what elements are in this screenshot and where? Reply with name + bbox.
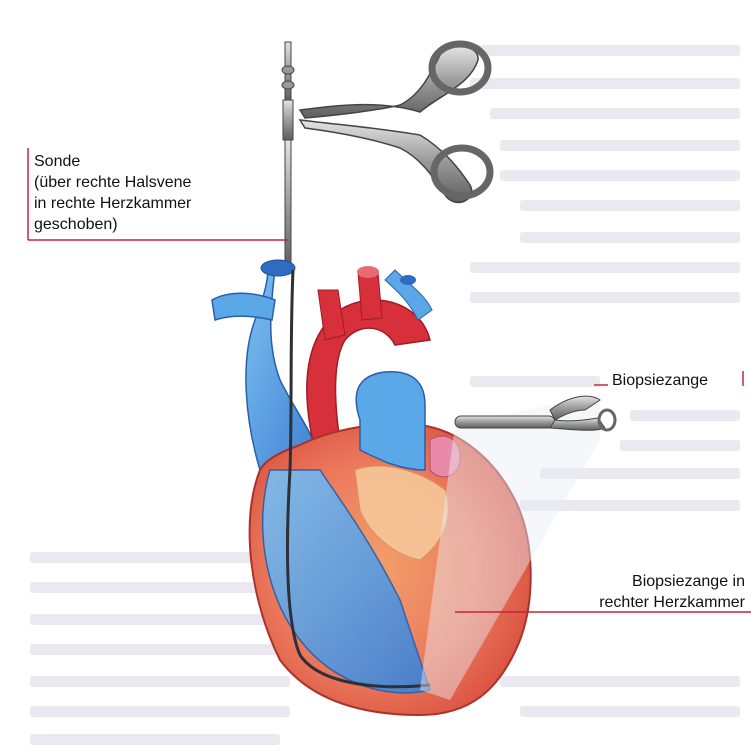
probe-rod	[282, 42, 294, 270]
label-biopsiezange: Biopsiezange	[612, 370, 708, 391]
label-biopsiezange-herzkammer-line2: rechter Herzkammer	[560, 592, 745, 613]
label-biopsiezange-herzkammer-line1: Biopsiezange in	[560, 571, 745, 592]
label-biopsiezange-text: Biopsiezange	[612, 370, 708, 391]
label-sonde: Sonde (über rechte Halsvene in rechte He…	[34, 151, 191, 235]
brachiocephalic-vein	[212, 293, 275, 320]
label-sonde-line1: Sonde	[34, 151, 191, 172]
forceps-icon	[300, 44, 490, 202]
label-sonde-line3: in rechte Herzkammer	[34, 193, 191, 214]
label-biopsiezange-herzkammer: Biopsiezange in rechter Herzkammer	[560, 571, 745, 613]
label-sonde-line2: (über rechte Halsvene	[34, 172, 191, 193]
label-sonde-line4: geschoben)	[34, 214, 191, 235]
